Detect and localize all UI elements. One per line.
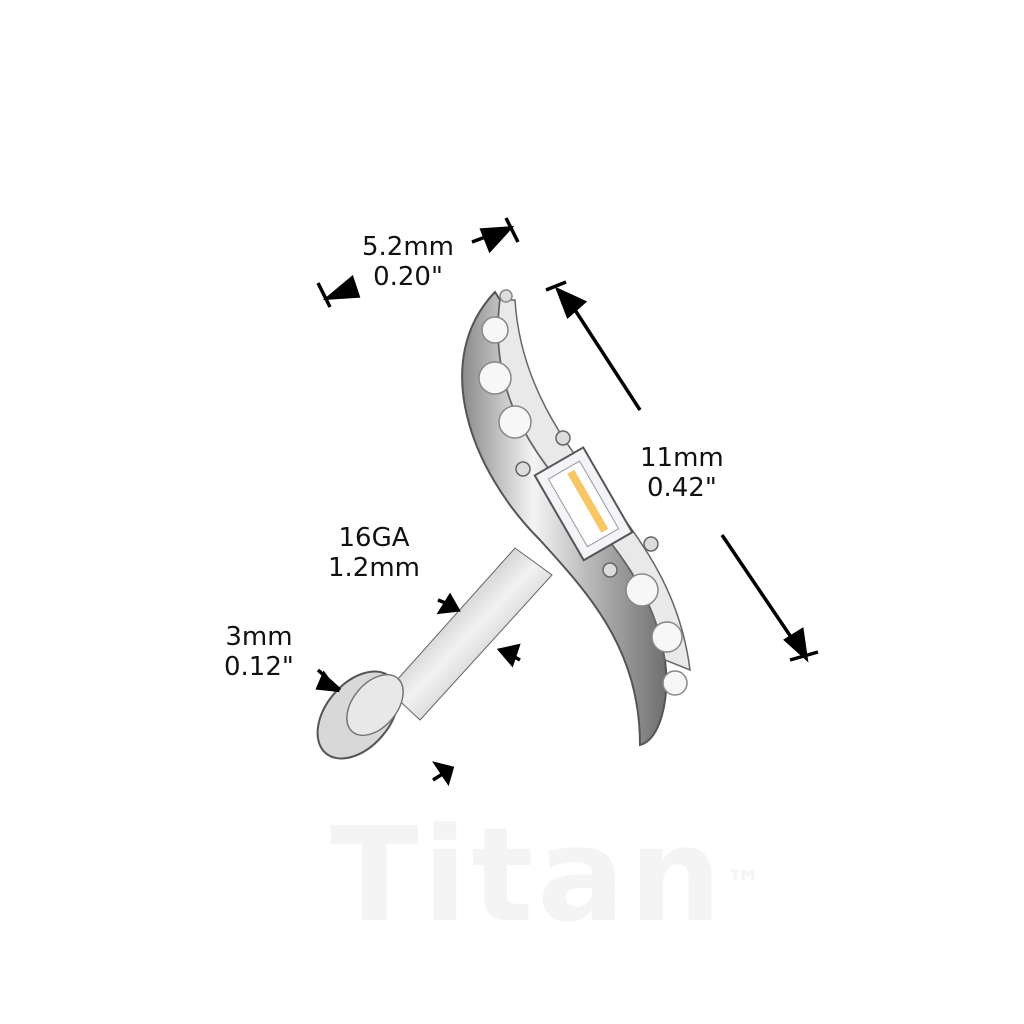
- disc-label: 3mm 0.12": [224, 622, 294, 682]
- baguette-gem: [533, 446, 634, 562]
- watermark: Titan™: [330, 800, 766, 950]
- width-label: 5.2mm 0.20": [362, 232, 454, 292]
- gauge-label: 16GA 1.2mm: [328, 523, 420, 583]
- width-inch: 0.20": [373, 262, 443, 292]
- prongs: [515, 430, 659, 578]
- labret-post: [316, 547, 553, 760]
- disc-mm: 3mm: [225, 622, 293, 652]
- gem-stones: [478, 289, 688, 696]
- watermark-text: Titan: [330, 799, 726, 951]
- width-mm: 5.2mm: [362, 232, 455, 262]
- dimension-arrows: [315, 217, 819, 787]
- gauge-mm: 1.2mm: [328, 553, 421, 583]
- crescent-top: [461, 289, 691, 747]
- disc-inch: 0.12": [224, 652, 294, 682]
- trademark-symbol: ™: [725, 864, 766, 905]
- length-label: 11mm 0.42": [640, 443, 724, 503]
- length-inch: 0.42": [646, 473, 717, 503]
- gauge-ga: 16GA: [338, 523, 410, 553]
- length-mm: 11mm: [640, 443, 724, 473]
